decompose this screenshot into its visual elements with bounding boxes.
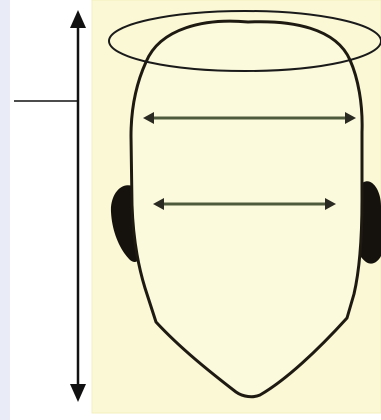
left-strip — [0, 0, 10, 420]
